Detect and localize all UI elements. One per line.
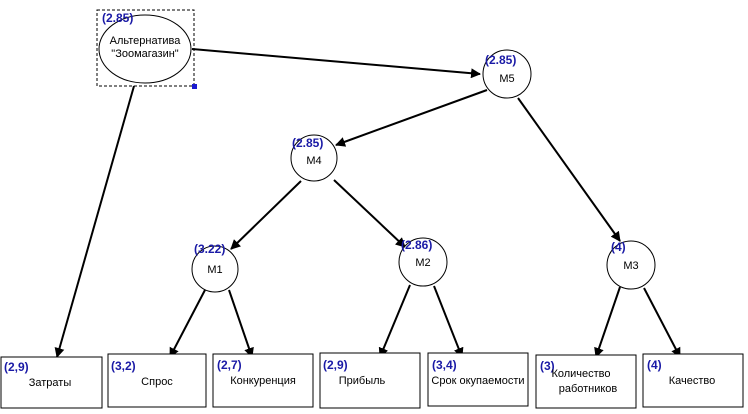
edges: [54, 48, 681, 358]
m5-circle: [482, 49, 532, 99]
leaf-label: Спрос: [141, 376, 173, 388]
m2-value: (2.86): [401, 238, 432, 252]
leaf-label-line2: работников: [559, 383, 618, 395]
leaf-label: Затраты: [29, 377, 72, 389]
leaf-label: Срок окупаемости: [431, 375, 524, 387]
leaf-label: Конкуренция: [230, 375, 296, 387]
leaf-pribyl[interactable]: (2,9) Прибыль: [319, 352, 421, 409]
node-m2[interactable]: (2.86) M2: [398, 237, 448, 287]
leaf-box: [427, 352, 529, 407]
m3-value: (4): [611, 240, 626, 254]
edge-m3-kachestvo: [643, 287, 681, 358]
m3-circle: [606, 240, 656, 290]
m4-value: (2.85): [292, 136, 323, 150]
edge-m1-konkurentsiya: [228, 289, 254, 358]
leaf-value: (3): [540, 359, 555, 373]
m3-label: M3: [623, 260, 638, 272]
edge-root-zatraty: [54, 85, 135, 358]
leaf-box: [642, 353, 744, 408]
leaf-box: [319, 352, 421, 409]
leaf-label-line1: Количество: [551, 368, 610, 380]
edge-m2-srok: [433, 285, 464, 358]
edge-m5-m4: [335, 89, 488, 147]
leaf-kachestvo[interactable]: (4) Качество: [642, 353, 744, 408]
node-m5[interactable]: (2.85) M5: [482, 49, 532, 99]
m4-label: M4: [306, 155, 321, 167]
node-m3[interactable]: (4) M3: [606, 240, 656, 290]
resize-handle[interactable]: [192, 84, 197, 89]
leaf-box: [212, 353, 314, 408]
edge-m4-m1: [230, 180, 302, 250]
leaf-box: [535, 354, 637, 409]
root-label-line1: Альтернатива: [110, 35, 182, 47]
leaf-label: Прибыль: [339, 375, 386, 387]
leaf-srok-okupaemosti[interactable]: (3,4) Срок окупаемости: [427, 352, 529, 407]
root-value: (2.85): [102, 11, 133, 25]
leaf-kolichestvo-rabotnikov[interactable]: (3) Количество работников: [535, 354, 637, 409]
leaf-value: (2,7): [217, 358, 242, 372]
root-node[interactable]: (2.85) Альтернатива "Зоомагазин": [96, 9, 197, 89]
edge-m5-m3: [517, 97, 621, 242]
m1-circle: [191, 245, 239, 293]
root-label-line2: "Зоомагазин": [111, 48, 178, 60]
leaf-spros[interactable]: (3,2) Спрос: [107, 353, 207, 408]
leaf-box: [0, 356, 103, 409]
m2-circle: [398, 237, 448, 287]
selection-box: [96, 9, 195, 87]
leaf-label: Качество: [669, 375, 716, 387]
edge-m1-spros: [169, 289, 206, 358]
leaf-value: (3,4): [432, 358, 457, 372]
leaf-value: (2,9): [323, 358, 348, 372]
m1-label: M1: [207, 264, 222, 276]
node-m4[interactable]: (2.85) M4: [290, 134, 338, 182]
leaf-value: (2,9): [4, 360, 29, 374]
m5-label: M5: [499, 73, 514, 85]
m5-value: (2.85): [485, 53, 516, 67]
m4-circle: [290, 134, 338, 182]
node-m1[interactable]: (3.22) M1: [191, 242, 239, 293]
leaf-value: (4): [647, 358, 662, 372]
edge-root-m5: [191, 48, 481, 79]
m1-value: (3.22): [194, 242, 225, 256]
leaf-box: [107, 353, 207, 408]
leaf-zatraty[interactable]: (2,9) Затраты: [0, 356, 103, 409]
edge-m3-kolichestvo: [594, 286, 621, 358]
edge-m2-pribyl: [378, 284, 411, 358]
edge-m4-m2: [333, 179, 406, 248]
leaf-value: (3,2): [111, 359, 136, 373]
leaf-konkurentsiya[interactable]: (2,7) Конкуренция: [212, 353, 314, 408]
root-ellipse: [98, 14, 192, 84]
m2-label: M2: [415, 257, 430, 269]
